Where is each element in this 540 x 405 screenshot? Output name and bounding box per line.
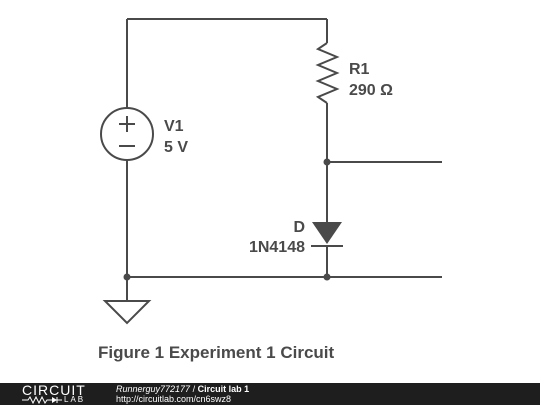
circuitlab-logo[interactable]: CIRCUIT LAB [20,382,98,405]
circuit-title-link[interactable]: Circuit lab 1 [197,384,250,394]
figure-caption: Figure 1 Experiment 1 Circuit [98,343,335,362]
source-value-label: 5 V [164,139,188,156]
resistor-symbol [315,42,340,104]
footer-separator: / [192,384,196,394]
footer-bar: CIRCUIT LAB Runnerguy772177 / Circuit la… [0,383,540,405]
logo-text-top: CIRCUIT [22,382,86,398]
diode-value-label: 1N4148 [249,239,305,256]
diode-symbol [311,222,343,247]
ground-symbol [102,300,152,325]
footer-credit: Runnerguy772177 / Circuit lab 1 [116,384,249,394]
voltage-source-symbol [100,107,154,161]
resistor-value-label: 290 Ω [349,82,393,99]
diode-name-label: D [293,219,305,236]
circuit-url-link[interactable]: http://circuitlab.com/cn6swz8 [116,394,232,404]
node-dot-right [323,273,331,281]
circuit-schematic: V1 5 V R1 290 Ω D 1N4148 [100,18,442,325]
author-link[interactable]: Runnerguy772177 [116,384,191,394]
logo-resistor-icon [22,395,62,405]
logo-text-bottom: LAB [64,395,86,404]
source-name-label: V1 [164,118,184,135]
resistor-name-label: R1 [349,61,370,78]
